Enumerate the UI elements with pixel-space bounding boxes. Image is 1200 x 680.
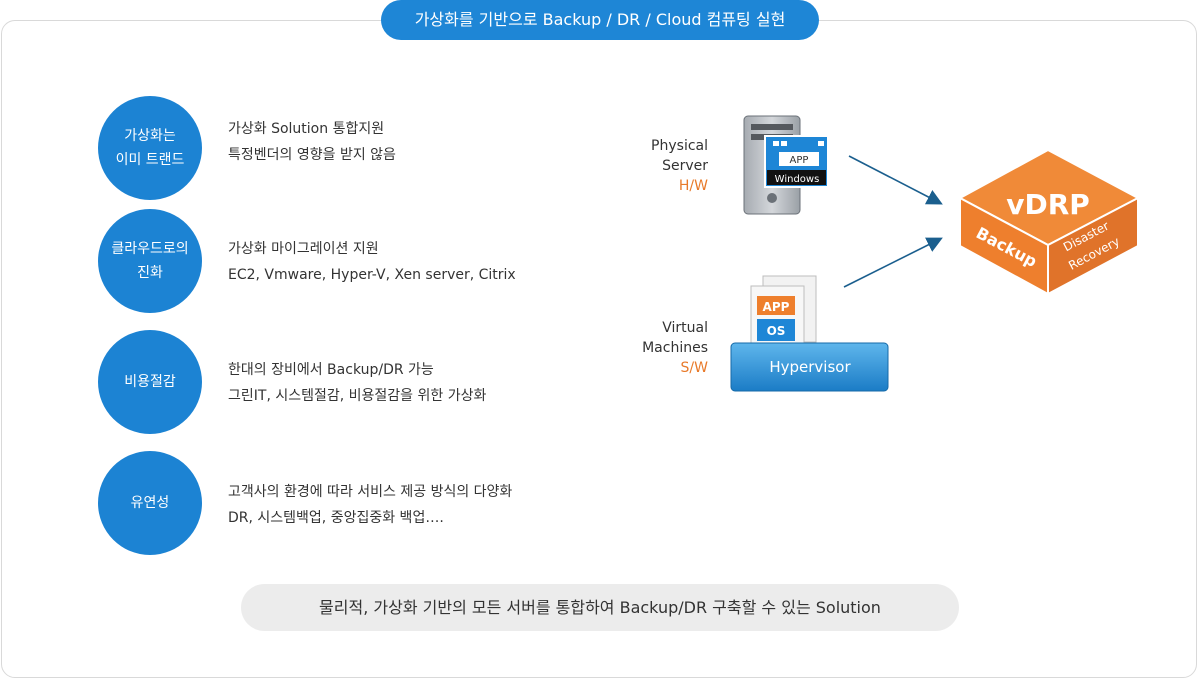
physical-app-label: APP xyxy=(790,155,809,166)
feature-desc-line: 그린IT, 시스템절감, 비용절감을 위한 가상화 xyxy=(228,388,487,404)
feature-desc-trend: 가상화 Solution 통합지원 특정벤더의 영향을 받지 않음 xyxy=(228,116,396,168)
virtual-label-line: Virtual xyxy=(662,320,708,336)
feature-desc-line: 특정벤더의 영향을 받지 않음 xyxy=(228,147,396,163)
feature-desc-cloud: 가상화 마이그레이션 지원 EC2, Vmware, Hyper-V, Xen … xyxy=(228,236,516,288)
feature-circle-cost: 비용절감 xyxy=(98,330,202,434)
feature-circle-cloud: 클라우드로의 진화 xyxy=(98,209,202,313)
virtual-machine-stack-icon: APP OS xyxy=(750,275,817,353)
feature-desc-line: 한대의 장비에서 Backup/DR 가능 xyxy=(228,362,434,378)
hypervisor-label: Hypervisor xyxy=(769,358,851,376)
vdrp-cube: vDRP Backup Disaster Recovery xyxy=(957,148,1141,296)
virtual-label-line: Machines xyxy=(642,340,708,356)
page-title: 가상화를 기반으로 Backup / DR / Cloud 컴퓨팅 실현 xyxy=(381,0,819,40)
virtual-machines-label: Virtual Machines S/W xyxy=(608,318,708,378)
physical-label-line: Physical xyxy=(651,138,708,154)
vm-os-label: OS xyxy=(767,324,786,338)
feature-desc-line: 가상화 마이그레이션 지원 xyxy=(228,241,379,257)
windows-app-window-icon: APP Windows xyxy=(764,135,829,188)
feature-desc-line: 고객사의 환경에 따라 서비스 제공 방식의 다양화 xyxy=(228,484,513,500)
hypervisor-bar: Hypervisor xyxy=(730,342,889,392)
vm-app-label: APP xyxy=(763,300,790,314)
feature-circle-text: 비용절감 xyxy=(124,374,176,390)
feature-desc-flexibility: 고객사의 환경에 따라 서비스 제공 방식의 다양화 DR, 시스템백업, 중앙… xyxy=(228,479,512,531)
physical-server-label: Physical Server H/W xyxy=(608,136,708,196)
hw-tag: H/W xyxy=(678,178,708,194)
feature-circle-text: 가상화는 xyxy=(124,128,176,144)
feature-desc-line: 가상화 Solution 통합지원 xyxy=(228,121,385,137)
feature-desc-line: EC2, Vmware, Hyper-V, Xen server, Citrix xyxy=(228,267,516,283)
feature-circle-text: 클라우드로의 xyxy=(111,241,189,257)
vdrp-name: vDRP xyxy=(1006,188,1090,221)
feature-circle-flexibility: 유연성 xyxy=(98,451,202,555)
physical-os-label: Windows xyxy=(775,174,820,185)
feature-desc-cost: 한대의 장비에서 Backup/DR 가능 그린IT, 시스템절감, 비용절감을… xyxy=(228,357,486,409)
solution-summary: 물리적, 가상화 기반의 모든 서버를 통합하여 Backup/DR 구축할 수… xyxy=(241,584,959,631)
feature-circle-text: 진화 xyxy=(137,265,163,281)
physical-to-vdrp-arrow xyxy=(848,155,943,205)
sw-tag: S/W xyxy=(680,360,708,376)
feature-circle-text: 유연성 xyxy=(130,495,170,511)
feature-desc-line: DR, 시스템백업, 중앙집중화 백업…. xyxy=(228,510,444,526)
virtual-to-vdrp-arrow xyxy=(843,237,943,288)
feature-circle-trend: 가상화는 이미 트랜드 xyxy=(98,96,202,200)
feature-circle-text: 이미 트랜드 xyxy=(115,152,185,168)
physical-label-line: Server xyxy=(662,158,708,174)
